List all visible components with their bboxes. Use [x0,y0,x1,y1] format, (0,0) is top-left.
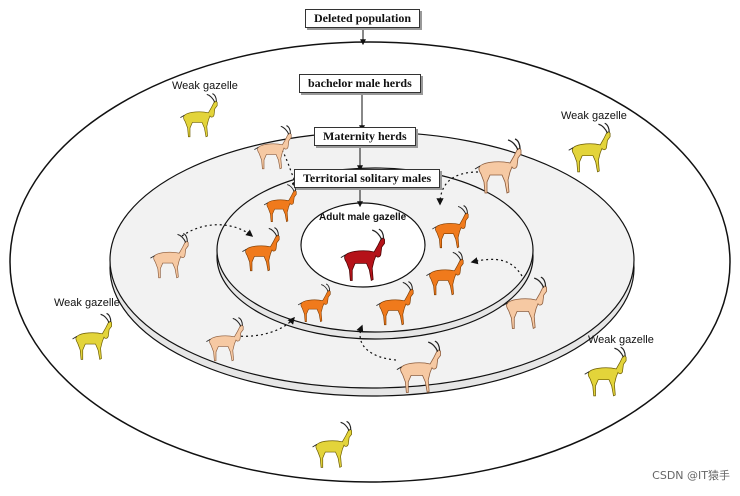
territorial-solitary-males-label: Territorial solitary males [294,169,441,188]
weak-gazelle-label-top-left: Weak gazelle [172,80,238,92]
weak-gazelle-label-top-right: Weak gazelle [561,110,627,122]
weak-gazelle-label-left: Weak gazelle [54,297,120,309]
adult-male-gazelle-label: Adult male gazelle [319,212,407,223]
watermark: CSDN @IT猿手 [652,469,730,482]
deleted-population-label: Deleted population [305,9,421,28]
dotted-arrow-4 [470,257,523,277]
dotted-arrow-5 [235,316,295,337]
bachelor-male-herds-label: bachelor male herds [299,74,421,93]
dotted-arrow-2 [436,171,479,206]
weak-gazelle-label-right: Weak gazelle [588,334,654,346]
maternity-herds-label: Maternity herds [314,127,416,146]
adult-core-ellipse [300,202,426,288]
dotted-arrow-6 [356,324,397,361]
